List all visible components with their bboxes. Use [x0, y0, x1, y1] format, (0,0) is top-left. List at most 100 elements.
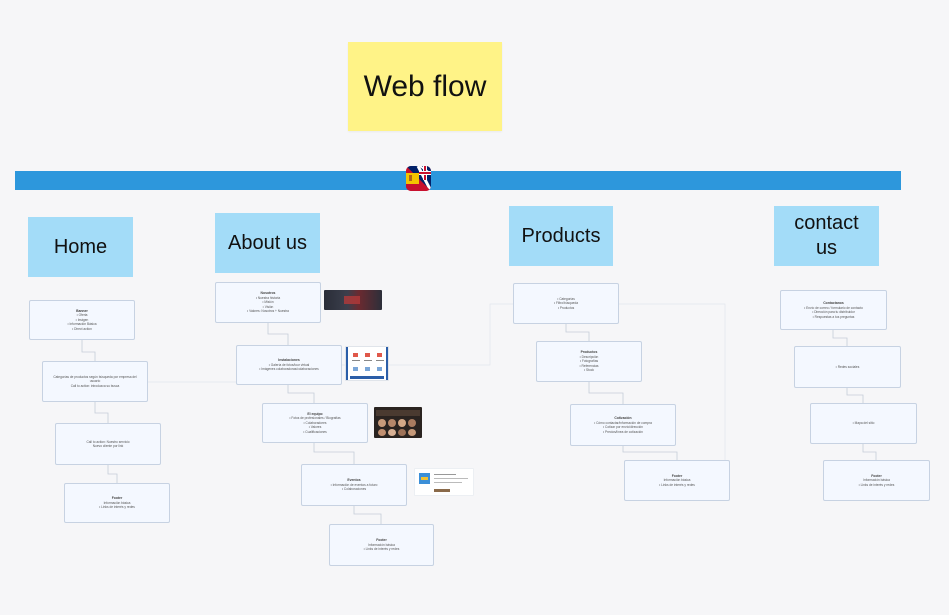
list-item: Filtro/búsqueda	[554, 301, 578, 305]
list-item: Precios/línea de cotización	[594, 430, 652, 434]
card-title: Footer	[111, 496, 123, 501]
card-list: Cómo contactar/información de compra Cot…	[594, 421, 652, 434]
card-list: Descripción Fotografías Referencias Stoc…	[579, 355, 599, 373]
navigation-bar	[15, 171, 901, 190]
card-title: El equipo	[307, 411, 323, 416]
card-title: Eventos	[347, 478, 361, 483]
section-about-us[interactable]: About us	[215, 213, 320, 273]
card-text: Categorías de productos según búsqueda p…	[53, 374, 137, 384]
section-contact-us[interactable]: contact us	[774, 206, 879, 266]
list-item: Stock	[579, 368, 598, 372]
card-title: Productos	[580, 350, 598, 355]
list-item: Links de interés y redes	[99, 505, 135, 509]
list-item: Productos	[554, 306, 578, 310]
card-title: Footer	[871, 473, 882, 478]
section-about-us-label: About us	[228, 231, 307, 254]
list-item: Visión	[247, 305, 289, 309]
card-text: Información básica	[103, 500, 131, 505]
list-item: Descripción	[579, 355, 599, 359]
list-item: Cualificaciones	[289, 430, 340, 434]
contact-social-card[interactable]: Redes sociales	[794, 346, 901, 388]
card-list: Redes sociales	[836, 365, 860, 369]
card-list: Nuestra historia Misión Visión Valores: …	[247, 296, 289, 314]
list-item: Colaboradores	[289, 421, 340, 425]
list-item: Fotos de profesionales / Biografías	[289, 416, 340, 420]
home-footer-card[interactable]: Footer Información básica Links de inter…	[64, 483, 170, 523]
card-text: Información básica	[663, 478, 691, 483]
list-item: Colaboraciones	[331, 487, 378, 491]
list-item: Redes sociales	[836, 365, 860, 369]
list-item: Envío de correo / formulario de contacto	[804, 306, 863, 310]
about-team-thumbnail	[374, 407, 422, 438]
card-list: Links de interés y redes	[659, 483, 695, 487]
spain-uk-flag-icon[interactable]	[406, 166, 431, 191]
list-item: Cómo contactar/información de compra	[594, 421, 652, 425]
section-products[interactable]: Products	[509, 206, 613, 266]
list-item: Fotografías	[579, 359, 598, 363]
card-list: Mapa del sitio	[853, 421, 875, 425]
list-item: Links de interés y redes	[859, 483, 895, 487]
card-title: Footer	[671, 473, 683, 478]
section-contact-us-label: contact us	[794, 212, 859, 259]
card-text: Call to action: Nuestro servicio	[86, 439, 130, 444]
card-list: Fotos de profesionales / Biografías Cola…	[289, 416, 340, 434]
card-text: Call to action: introduzca su busca	[70, 383, 120, 388]
web-flow-title-note[interactable]: Web flow	[348, 42, 502, 131]
list-item: Mapa del sitio	[853, 421, 875, 425]
section-products-label: Products	[521, 224, 601, 247]
contact-sitemap-card[interactable]: Mapa del sitio	[810, 403, 917, 444]
products-quote-card[interactable]: Cotización Cómo contactar/información de…	[570, 404, 676, 446]
list-item: Información de eventos a futuro	[331, 483, 378, 487]
card-list: Información de eventos a futuro Colabora…	[331, 483, 378, 492]
card-title: Banner	[76, 308, 88, 313]
contact-footer-card[interactable]: Footer Información básica Links de inter…	[823, 460, 930, 501]
card-list: Envío de correo / formulario de contacto…	[804, 306, 863, 319]
list-item: Oferta	[67, 313, 96, 317]
card-text: Información básica	[863, 478, 890, 483]
list-item: Links de interés y redes	[659, 483, 695, 487]
section-home[interactable]: Home	[28, 217, 133, 277]
card-title: Instalaciones	[278, 358, 300, 363]
list-item: Cotizar por envío/dirección	[594, 425, 652, 429]
home-service-card[interactable]: Call to action: Nuestro servicio Nuevo c…	[55, 423, 161, 465]
list-item: Respuestas a tus preguntas	[804, 315, 863, 319]
list-item: Categorías	[554, 297, 578, 301]
list-item: Direct action	[67, 327, 96, 331]
products-categories-card[interactable]: Categorías Filtro/búsqueda Productos	[513, 283, 619, 324]
about-events-thumbnail	[414, 468, 474, 496]
card-text: Nuevo cliente por link	[92, 444, 124, 448]
products-detail-card[interactable]: Productos Descripción Fotografías Refere…	[536, 341, 642, 382]
list-item: Misión	[247, 300, 289, 304]
card-list: Galería de fotos/tour virtual Imágenes c…	[259, 363, 318, 372]
home-banner-card[interactable]: Banner Oferta Imágen Información Básica …	[29, 300, 135, 340]
card-list: Links de interés y redes	[364, 547, 400, 551]
list-item: Nuestra historia	[247, 296, 289, 300]
list-item: Información Básica	[67, 322, 96, 326]
products-footer-card[interactable]: Footer Información básica Links de inter…	[624, 460, 730, 501]
section-home-label: Home	[53, 235, 108, 258]
list-item: Imágenes colaboradoras/colaboraciones	[259, 367, 318, 371]
card-text: Información básica	[368, 542, 395, 547]
about-installations-thumbnail	[345, 346, 389, 381]
about-team-card[interactable]: El equipo Fotos de profesionales / Biogr…	[262, 403, 368, 443]
list-item: Valores	[289, 425, 340, 429]
about-nosotros-card[interactable]: Nosotros Nuestra historia Misión Visión …	[215, 282, 321, 323]
about-events-card[interactable]: Eventos Información de eventos a futuro …	[301, 464, 407, 506]
list-item: Referencias	[579, 364, 599, 368]
card-list: Categorías Filtro/búsqueda Productos	[554, 297, 578, 310]
card-title: Cotización	[614, 416, 632, 421]
home-categories-card[interactable]: Categorías de productos según búsqueda p…	[42, 361, 148, 402]
contact-form-card[interactable]: Contactanos Envío de correo / formulario…	[780, 290, 887, 330]
list-item: Links de interés y redes	[364, 547, 400, 551]
list-item: Dirección para tu distribuidor	[804, 310, 863, 314]
card-list: Oferta Imágen Información Básica Direct …	[67, 313, 96, 331]
about-footer-card[interactable]: Footer Información básica Links de inter…	[329, 524, 434, 566]
card-list: Links de interés y redes	[99, 505, 135, 509]
about-installations-card[interactable]: Instalaciones Galería de fotos/tour virt…	[236, 345, 342, 385]
page-title: Web flow	[363, 69, 487, 103]
card-title: Nosotros	[260, 291, 276, 296]
about-history-thumbnail	[324, 290, 382, 310]
card-title: Footer	[376, 538, 387, 543]
card-list: Links de interés y redes	[859, 483, 895, 487]
